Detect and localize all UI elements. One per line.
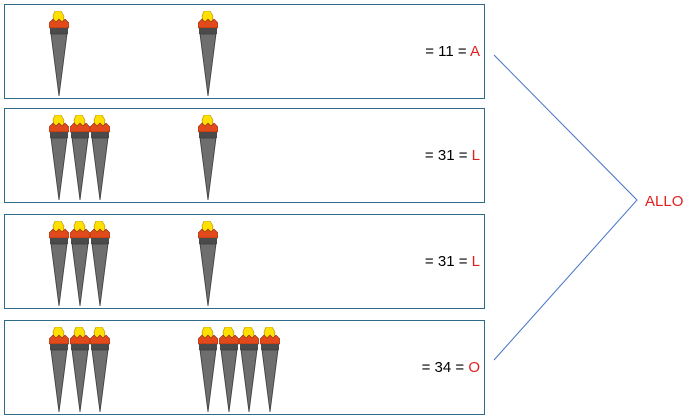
torch-icon bbox=[69, 326, 90, 413]
torch-icon bbox=[218, 326, 239, 413]
torch-icon bbox=[48, 326, 70, 413]
row-box: = 34 = O bbox=[4, 320, 485, 415]
number-value: 31 bbox=[437, 253, 455, 270]
row-box: = 31 = L bbox=[4, 214, 485, 309]
torch-icon bbox=[89, 114, 111, 201]
letter-value: A bbox=[469, 43, 480, 60]
number-value: 11 bbox=[438, 43, 454, 60]
row-box: = 11 = A bbox=[4, 4, 485, 99]
letter-value: O bbox=[468, 359, 480, 376]
torch-icon bbox=[48, 10, 70, 97]
equation: = 34 = O bbox=[422, 359, 480, 376]
torch-icon bbox=[197, 326, 219, 413]
equation: = 11 = A bbox=[425, 43, 480, 60]
result-word: ALLO bbox=[645, 193, 684, 210]
equation: = 31 = L bbox=[425, 253, 480, 270]
equals-sign: = bbox=[424, 147, 434, 164]
torch-icon bbox=[89, 220, 111, 307]
row-box: = 31 = L bbox=[4, 108, 485, 203]
torch-icon bbox=[48, 114, 70, 201]
equals-sign: = bbox=[421, 359, 431, 376]
torch-icon bbox=[259, 326, 280, 413]
torch-icon bbox=[89, 326, 111, 413]
equals-sign: = bbox=[458, 253, 468, 270]
torch-icon bbox=[197, 114, 219, 201]
torch-icon bbox=[197, 10, 219, 97]
letter-value: L bbox=[471, 147, 480, 164]
letter-value: L bbox=[471, 253, 480, 270]
torch-icon bbox=[197, 220, 219, 307]
equals-sign: = bbox=[458, 147, 468, 164]
torch-icon bbox=[69, 114, 90, 201]
equals-sign: = bbox=[455, 359, 465, 376]
torch-icon bbox=[48, 220, 70, 307]
equals-sign: = bbox=[457, 43, 467, 60]
equation: = 31 = L bbox=[425, 147, 480, 164]
equals-sign: = bbox=[425, 43, 434, 60]
torch-icon bbox=[69, 220, 90, 307]
torch-icon bbox=[238, 326, 260, 413]
equals-sign: = bbox=[424, 253, 434, 270]
number-value: 34 bbox=[434, 359, 452, 376]
number-value: 31 bbox=[437, 147, 455, 164]
